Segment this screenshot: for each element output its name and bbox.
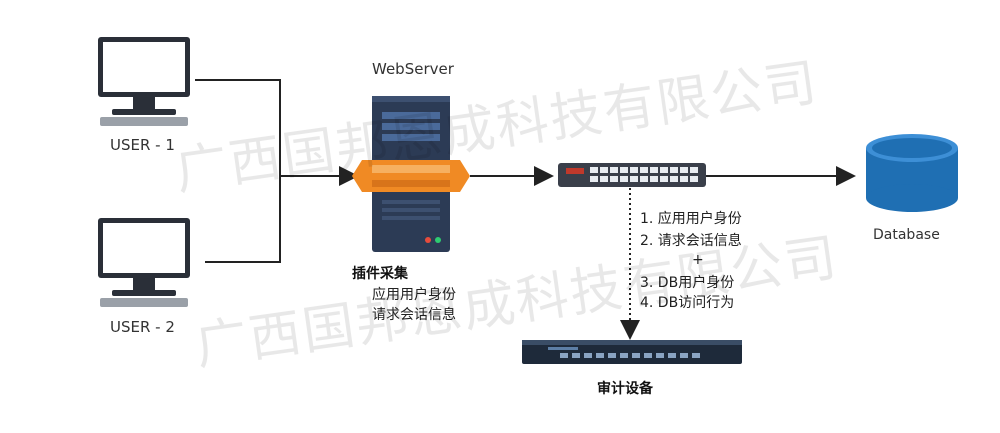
plugin-collector-icon bbox=[352, 160, 470, 192]
database-icon bbox=[866, 134, 958, 212]
step-line-2: 2. 请求会话信息 bbox=[640, 233, 742, 249]
audit-device-icon bbox=[522, 340, 742, 364]
step-plus: + bbox=[692, 252, 704, 268]
step-line-1: 1. 应用用户身份 bbox=[640, 211, 742, 227]
user-1-label: USER - 1 bbox=[110, 136, 175, 154]
plugin-title: 插件采集 bbox=[352, 266, 408, 282]
network-switch-icon bbox=[558, 163, 706, 187]
plugin-line-2: 请求会话信息 bbox=[372, 307, 456, 323]
plugin-line-1: 应用用户身份 bbox=[372, 287, 456, 303]
audit-device-label: 审计设备 bbox=[597, 381, 653, 397]
user-2-label: USER - 2 bbox=[110, 318, 175, 336]
step-line-3: 3. DB用户身份 bbox=[640, 275, 735, 291]
web-server-title: WebServer bbox=[372, 60, 454, 78]
user-1-computer-icon bbox=[98, 37, 190, 126]
database-label: Database bbox=[873, 227, 940, 243]
step-line-4: 4. DB访问行为 bbox=[640, 295, 735, 311]
user-2-computer-icon bbox=[98, 218, 190, 307]
user-connection-lines bbox=[195, 79, 359, 263]
